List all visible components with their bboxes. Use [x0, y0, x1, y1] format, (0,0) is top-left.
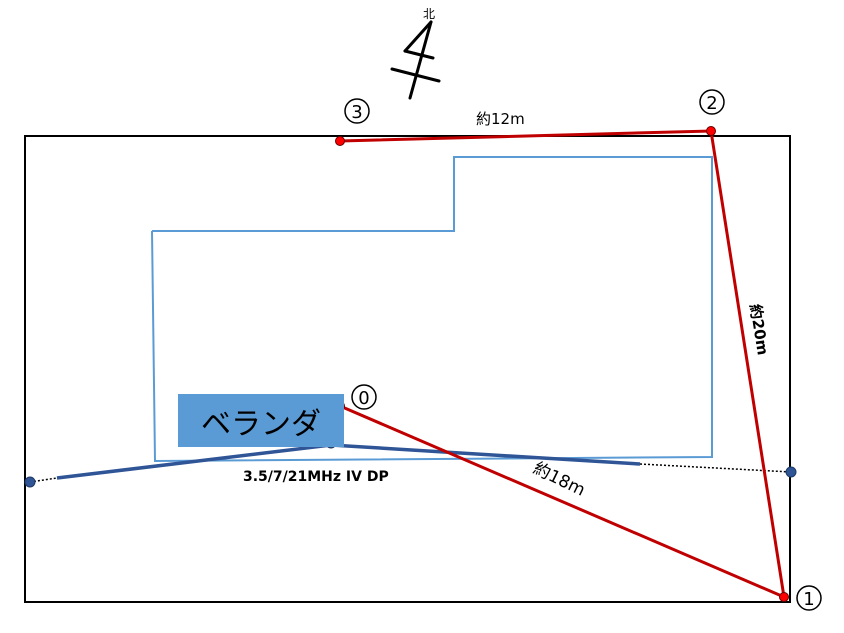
veranda-label: ベランダ: [201, 406, 321, 442]
point-marker-1: [779, 592, 789, 602]
distance-label-3-2: 約12m: [476, 110, 525, 128]
veranda-block: ベランダ: [178, 394, 344, 447]
point-label-1: 1: [796, 585, 822, 611]
route-0-1: [339, 404, 785, 599]
antenna-end-right: [785, 466, 797, 478]
distance-label-2-1: 約20m: [746, 303, 772, 357]
north-label: 北: [423, 7, 435, 21]
svg-text:0: 0: [358, 388, 369, 409]
distance-label-0-1: 約18m: [530, 459, 588, 501]
route-3-2-1: [339, 129, 786, 598]
point-label-3: 3: [344, 98, 370, 124]
antenna-guy-right: [639, 463, 792, 473]
point-marker-3: [335, 136, 345, 146]
svg-text:1: 1: [803, 589, 814, 610]
svg-text:2: 2: [706, 93, 717, 114]
north-arrow-icon: [390, 20, 441, 100]
point-label-0: 0: [351, 384, 377, 410]
antenna-end-left: [24, 476, 36, 488]
point-label-2: 2: [699, 89, 725, 115]
svg-text:3: 3: [351, 102, 362, 123]
antenna-label: 3.5/7/21MHz IV DP: [243, 469, 389, 485]
point-marker-2: [706, 126, 716, 136]
lot-boundary: [24, 135, 791, 603]
house-outline: [151, 156, 713, 463]
